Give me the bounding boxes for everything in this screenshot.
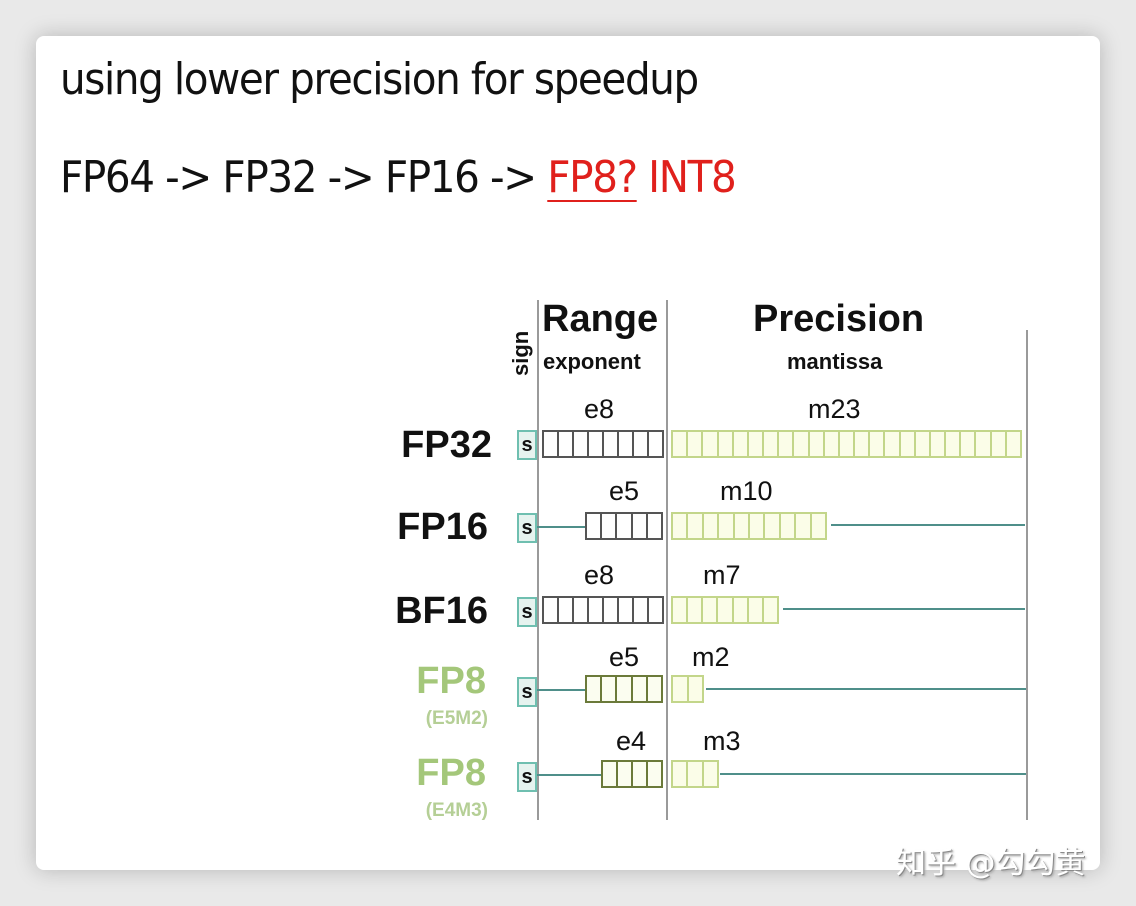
mantissa-header: mantissa [787, 349, 883, 374]
man-label-e4m3: m3 [703, 726, 741, 756]
sign-header: sign [508, 330, 533, 376]
format-label-fp8-e5m2: FP8 [416, 660, 486, 702]
connector-fp16-man [831, 524, 1025, 526]
mantissa-bits-e4m3 [671, 760, 719, 788]
exponent-bits-e5m2 [585, 675, 663, 703]
precision-chain: FP64 -> FP32 -> FP16 -> FP8? INT8 [60, 152, 737, 203]
mantissa-end-line [1026, 330, 1028, 820]
mantissa-bits-fp32 [671, 430, 1022, 458]
sign-bit-fp32: s [517, 430, 537, 460]
man-label-fp32: m23 [808, 394, 861, 424]
connector-e4m3-exp [537, 774, 601, 776]
exp-label-e5m2: e5 [609, 642, 640, 672]
range-header: Range [542, 298, 659, 340]
mantissa-bits-e5m2 [671, 675, 704, 703]
chain-fp8-underlined: FP8? [547, 152, 638, 203]
format-label-fp16: FP16 [397, 506, 488, 548]
sign-bit-bf16: s [517, 597, 537, 627]
exp-label-e4m3: e4 [616, 726, 647, 756]
chain-int8: INT8 [636, 152, 737, 203]
connector-e5m2-man [706, 688, 1026, 690]
exp-label-bf16: e8 [584, 560, 615, 590]
exp-label-fp32: e8 [584, 394, 615, 424]
connector-e5m2-exp [537, 689, 585, 691]
format-label-fp32: FP32 [401, 424, 492, 466]
connector-e4m3-man [720, 773, 1026, 775]
exponent-divider [666, 300, 668, 820]
format-label-bf16: BF16 [395, 590, 488, 632]
connector-fp16-exp [537, 526, 585, 528]
format-sub-e4m3: (E4M3) [425, 800, 488, 821]
format-sub-e5m2: (E5M2) [425, 708, 488, 729]
watermark: 知乎 @勾勾黄 [896, 846, 1086, 881]
exponent-bits-fp32 [542, 430, 664, 458]
sign-divider [537, 300, 539, 820]
exponent-bits-e4m3 [601, 760, 663, 788]
exp-label-fp16: e5 [609, 476, 640, 506]
sign-bit-fp8-e5m2: s [517, 677, 537, 707]
mantissa-bits-bf16 [671, 596, 779, 624]
man-label-fp16: m10 [720, 476, 773, 506]
exponent-bits-bf16 [542, 596, 664, 624]
exponent-bits-fp16 [585, 512, 663, 540]
slide-title: using lower precision for speedup [60, 54, 699, 105]
man-label-bf16: m7 [703, 560, 741, 590]
man-label-e5m2: m2 [692, 642, 730, 672]
chain-black: FP64 -> FP32 -> FP16 -> [60, 152, 548, 203]
connector-bf16-man [783, 608, 1025, 610]
precision-header: Precision [753, 298, 925, 340]
format-label-fp8-e4m3: FP8 [416, 752, 486, 794]
sign-bit-fp16: s [517, 513, 537, 543]
sign-bit-fp8-e4m3: s [517, 762, 537, 792]
exponent-header: exponent [543, 349, 641, 374]
mantissa-bits-fp16 [671, 512, 827, 540]
